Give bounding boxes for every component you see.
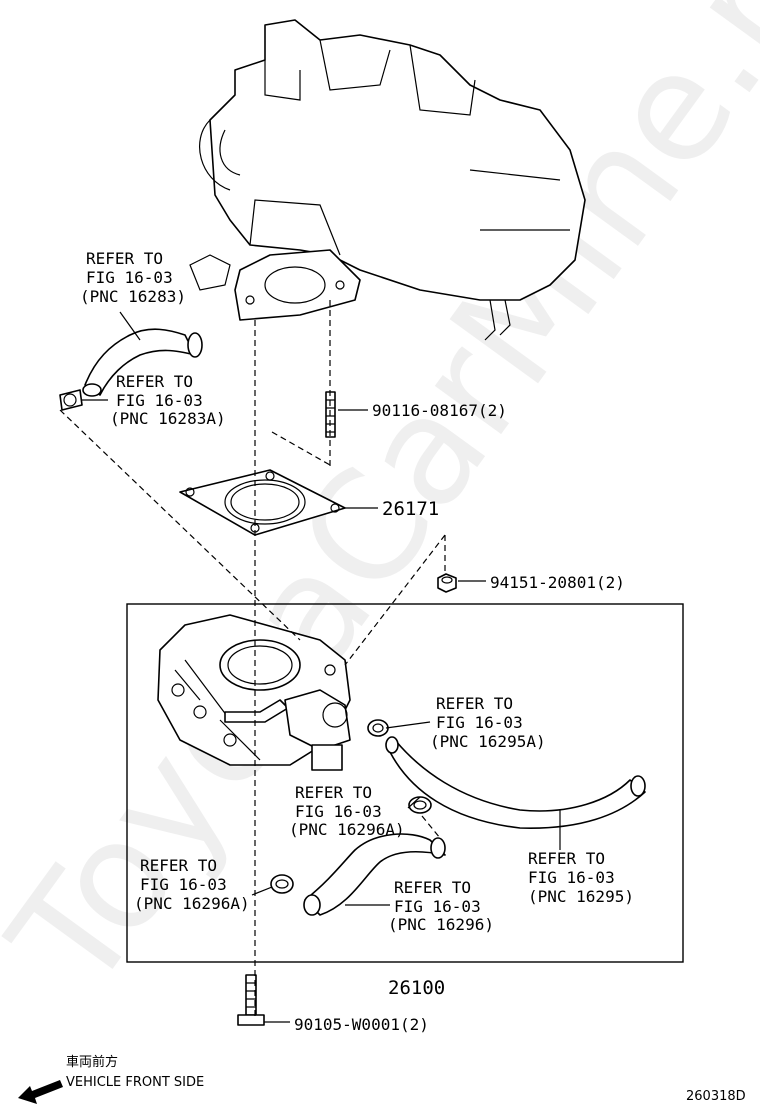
gasket-26171 [179, 469, 346, 536]
nut-94151 [437, 573, 457, 593]
svg-text:REFER TO: REFER TO [436, 694, 513, 713]
throttle-body [157, 614, 351, 771]
svg-text:FIG 16-03: FIG 16-03 [295, 802, 382, 821]
part-number-bolt: 90105-W0001(2) [294, 1015, 429, 1034]
bolt-90105 [237, 974, 265, 1026]
part-number-stud: 90116-08167(2) [372, 401, 507, 420]
svg-text:REFER TO: REFER TO [116, 372, 193, 391]
vehicle-front-indicator: 車両前方 VEHICLE FRONT SIDE [18, 1054, 204, 1104]
arrow-left-icon [18, 1080, 63, 1104]
part-number-throttle-body: 26100 [388, 977, 445, 999]
callout-16296a-left: REFER TO FIG 16-03 (PNC 16296A) [134, 856, 250, 913]
hose-16295 [385, 736, 646, 829]
clamp-16295a [367, 719, 389, 737]
callout-16295a: REFER TO FIG 16-03 (PNC 16295A) [430, 694, 546, 751]
callout-16283: REFER TO FIG 16-03 (PNC 16283) [80, 249, 186, 306]
callout-16296: REFER TO FIG 16-03 (PNC 16296) [388, 878, 494, 934]
svg-text:REFER TO: REFER TO [86, 249, 163, 268]
clamp-16296a-right [408, 796, 432, 814]
part-number-gasket: 26171 [382, 498, 439, 520]
hose-16283 [82, 328, 203, 397]
front-label-en: VEHICLE FRONT SIDE [66, 1075, 204, 1090]
callout-16296a-right: REFER TO FIG 16-03 (PNC 16296A) [289, 783, 405, 839]
throttle-body-box [126, 603, 684, 963]
callout-16283a: REFER TO FIG 16-03 (PNC 16283A) [110, 372, 226, 428]
leader-lines [82, 311, 561, 1023]
diagram-id: 260318D [686, 1089, 746, 1104]
part-number-nut: 94151-20801(2) [490, 573, 625, 592]
svg-text:FIG 16-03: FIG 16-03 [436, 713, 523, 732]
alignment-lines [59, 300, 446, 1020]
front-label-jp: 車両前方 [66, 1054, 118, 1070]
svg-text:(PNC 16296A): (PNC 16296A) [289, 820, 405, 839]
svg-text:FIG 16-03: FIG 16-03 [86, 268, 173, 287]
svg-text:FIG 16-03: FIG 16-03 [140, 875, 227, 894]
svg-text:REFER TO: REFER TO [295, 783, 372, 802]
clamp-16296a-left [270, 874, 294, 894]
svg-text:(PNC 16295A): (PNC 16295A) [430, 732, 546, 751]
svg-text:(PNC 16296): (PNC 16296) [388, 915, 494, 934]
clamp-16283a [59, 389, 83, 411]
svg-text:FIG 16-03: FIG 16-03 [528, 868, 615, 887]
svg-text:REFER TO: REFER TO [140, 856, 217, 875]
svg-text:REFER TO: REFER TO [394, 878, 471, 897]
hose-16296 [303, 833, 446, 916]
svg-text:REFER TO: REFER TO [528, 849, 605, 868]
callout-16295: REFER TO FIG 16-03 (PNC 16295) [528, 849, 634, 906]
svg-text:(PNC 16295): (PNC 16295) [528, 887, 634, 906]
intake-manifold [189, 19, 586, 341]
svg-text:(PNC 16283): (PNC 16283) [80, 287, 186, 306]
svg-text:(PNC 16283A): (PNC 16283A) [110, 409, 226, 428]
svg-text:FIG 16-03: FIG 16-03 [116, 391, 203, 410]
svg-text:(PNC 16296A): (PNC 16296A) [134, 894, 250, 913]
svg-text:FIG 16-03: FIG 16-03 [394, 897, 481, 916]
